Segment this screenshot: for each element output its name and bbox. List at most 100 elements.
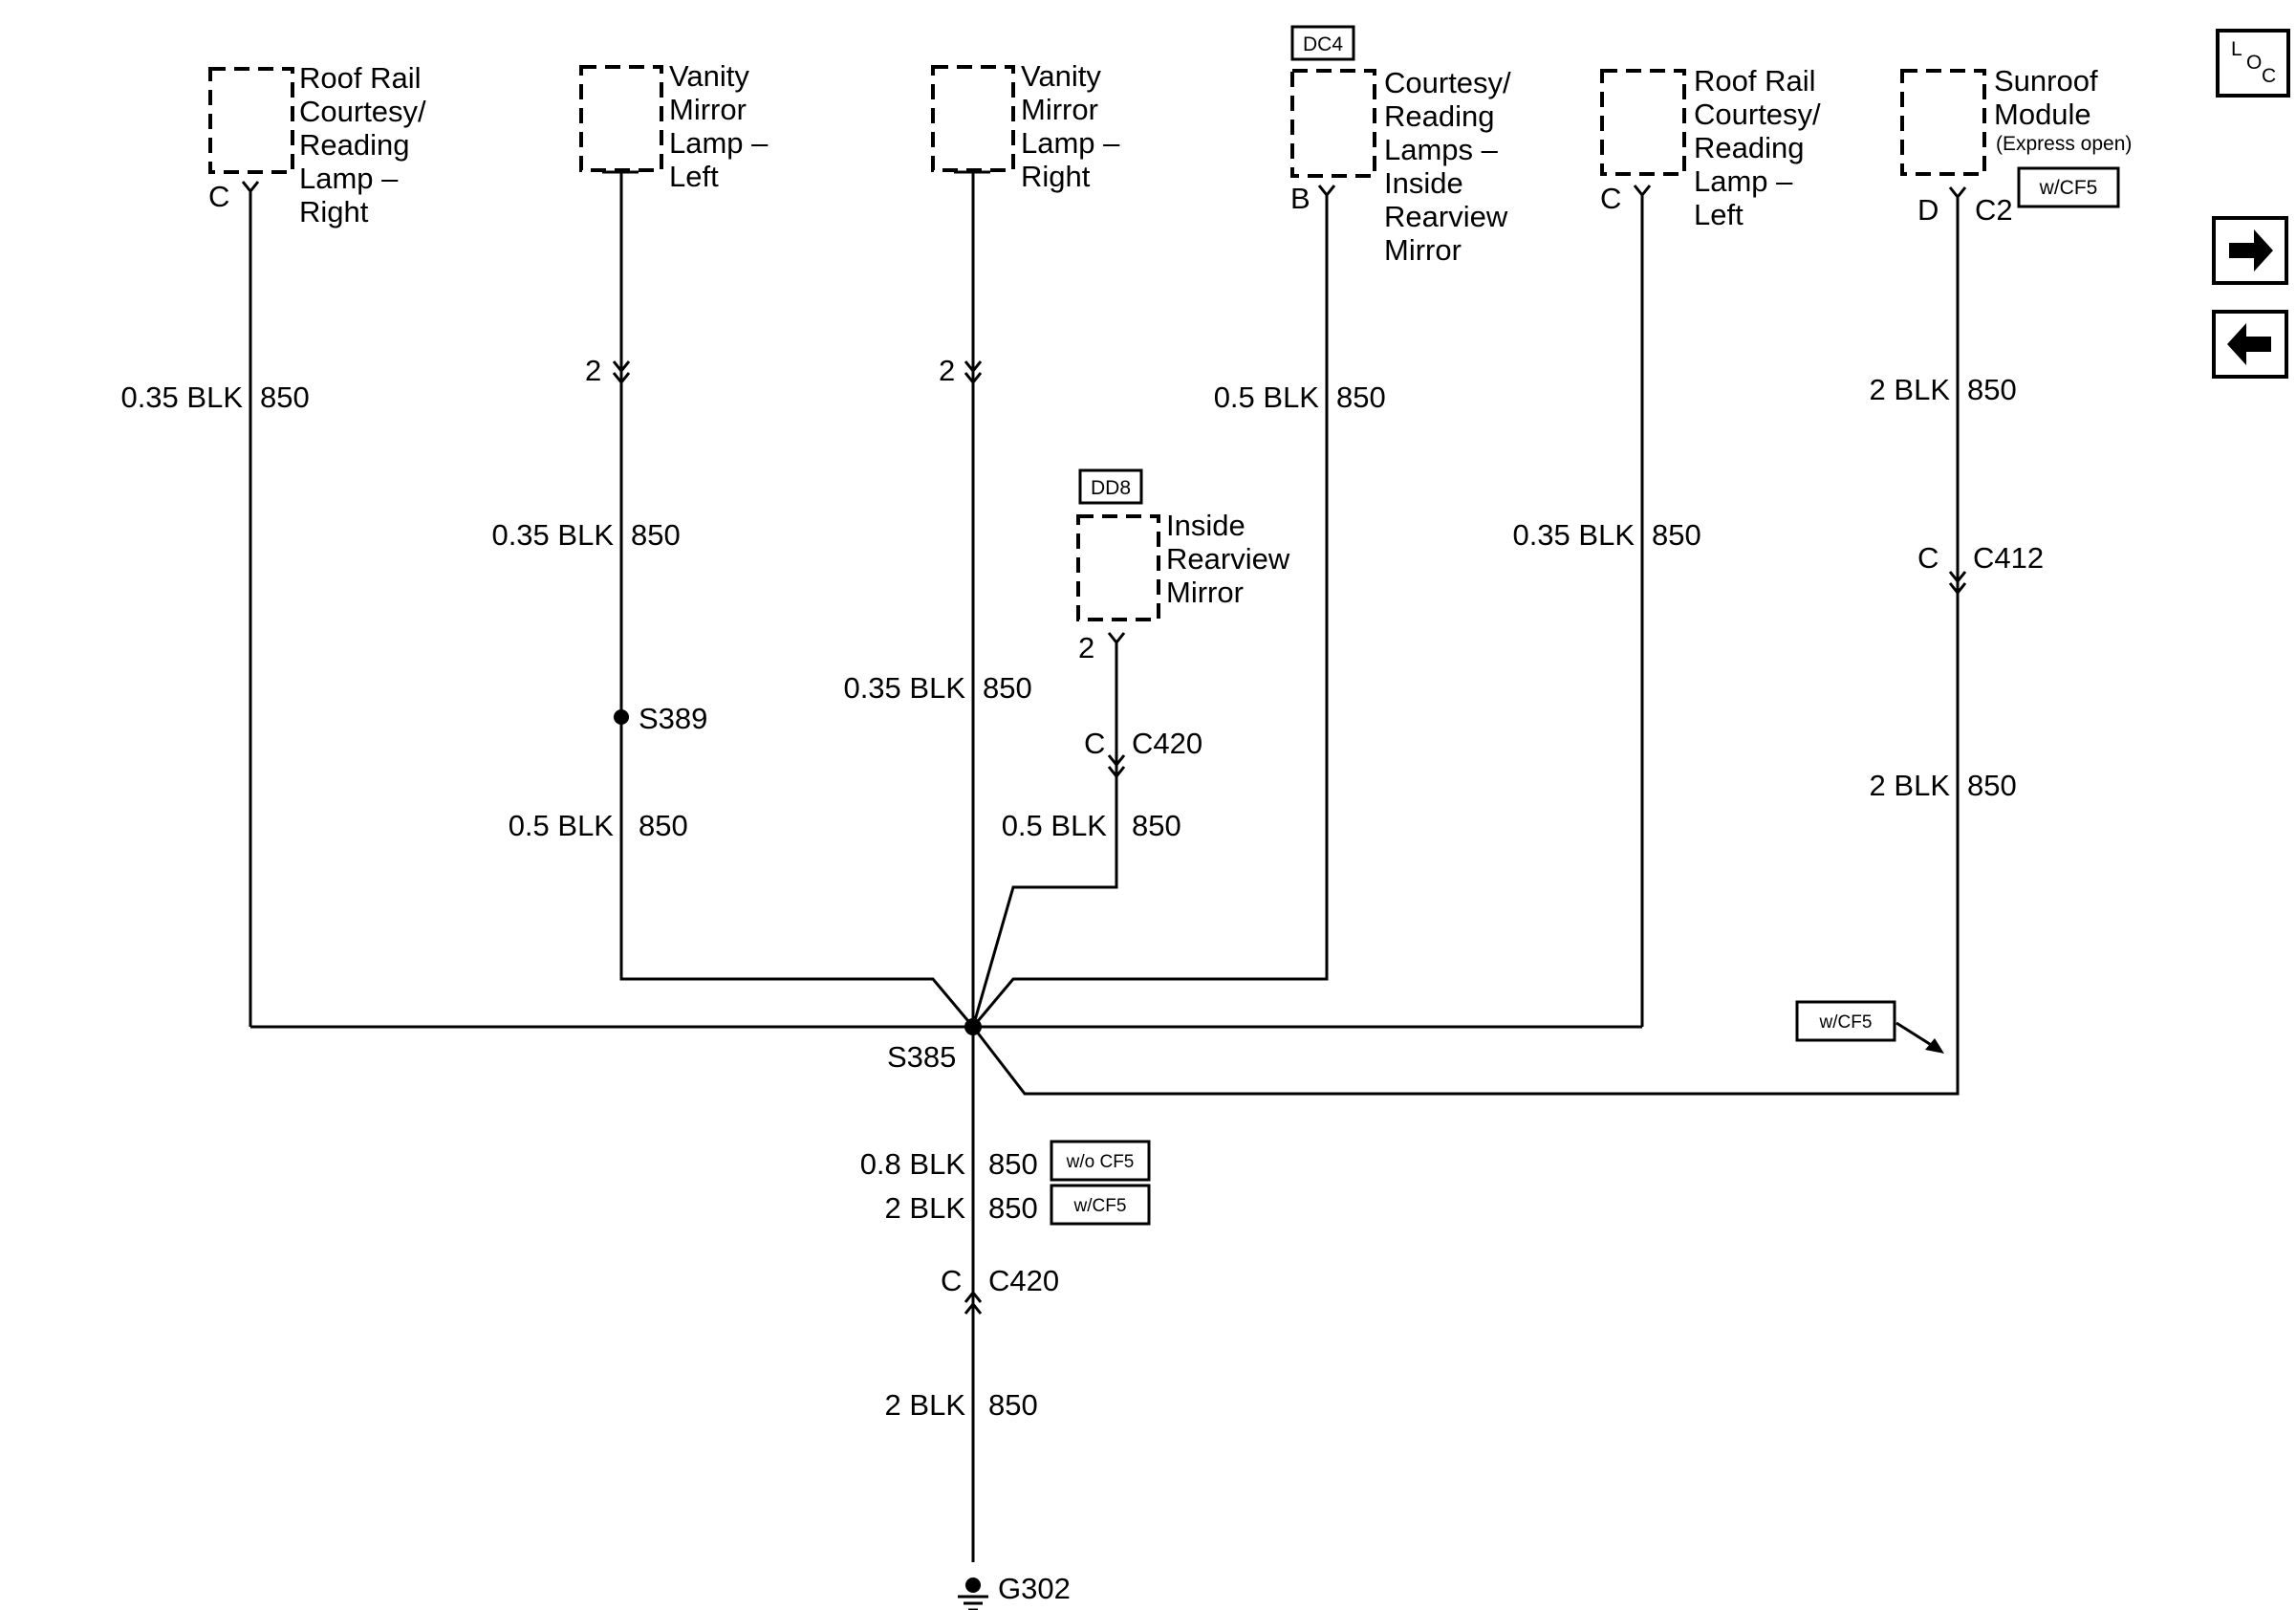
roof-rail-right-line2: Courtesy/ <box>299 95 426 128</box>
w8b-gauge: 2 BLK <box>885 1191 966 1225</box>
sunroof-option-tag <box>2017 166 2120 208</box>
dd8-tag-text: DD8 <box>1091 477 1131 499</box>
w7b-circuit: 850 <box>1967 769 2017 802</box>
roof-rail-left-line3: Reading <box>1694 131 1804 164</box>
location-view-icon: L O C <box>2231 38 2276 87</box>
vanity-right-line1: Vanity <box>1021 59 1101 93</box>
connector-c412-icon <box>1948 571 1967 596</box>
courtesy-reading-lamps-mirror: DC4 Courtesy/ Reading Lamps – Inside Rea… <box>1290 25 1511 267</box>
w8a-gauge: 0.8 BLK <box>860 1147 966 1181</box>
ground-label: G302 <box>998 1572 1071 1605</box>
inside-mirror-line2: Rearview <box>1166 542 1290 576</box>
previous-page-button[interactable] <box>2212 310 2288 379</box>
w9-gauge: 2 BLK <box>885 1388 966 1422</box>
w3-gauge: 0.35 BLK <box>843 671 965 705</box>
c420-upper-pin: C <box>1084 727 1105 760</box>
wire-vanity-left <box>619 172 975 1028</box>
w2a-circuit: 850 <box>631 518 681 552</box>
w8b-circuit: 850 <box>988 1191 1038 1225</box>
vanity-left-line3: Lamp – <box>669 126 769 160</box>
loc-l-glyph: L <box>2231 38 2242 60</box>
w8a-option-tag <box>1050 1140 1151 1182</box>
connector-c420-lower-icon <box>964 1290 983 1315</box>
option-note-arrow-line <box>1895 1021 1934 1048</box>
connector-c420-upper-icon <box>1107 754 1126 779</box>
w5-gauge: 0.5 BLK <box>1214 381 1320 414</box>
ground-icon <box>958 1595 988 1610</box>
loc-o-glyph: O <box>2246 52 2262 74</box>
sunroof-module: Sunroof Module (Express open) w/CF5 D C2 <box>1900 64 2132 227</box>
inside-mirror-line1: Inside <box>1166 509 1245 542</box>
courtesy-mirror-box <box>1290 69 1376 178</box>
loc-c-glyph: C <box>2262 65 2276 87</box>
w6-gauge: 0.35 BLK <box>1512 518 1635 552</box>
w9-circuit: 850 <box>988 1388 1038 1422</box>
w3-circuit: 850 <box>983 671 1032 705</box>
roof-rail-lamp-left: Roof Rail Courtesy/ Reading Lamp – Left … <box>1600 64 1821 231</box>
option-note-box <box>1795 1000 1896 1042</box>
wires <box>249 172 1960 1562</box>
inside-mirror-pin: 2 <box>1078 631 1094 664</box>
dc4-tag <box>1290 25 1355 61</box>
sunroof-connector: C2 <box>1975 193 2013 227</box>
option-note-text: w/CF5 <box>1819 1012 1873 1033</box>
courtesy-mirror-line1: Courtesy/ <box>1384 66 1511 99</box>
sunroof-line3: (Express open) <box>1996 133 2132 155</box>
splices: S389 S385 <box>614 702 982 1074</box>
sunroof-line1: Sunroof <box>1994 64 2098 98</box>
courtesy-mirror-line5: Rearview <box>1384 200 1508 233</box>
location-view-button[interactable]: L O C <box>2216 29 2290 98</box>
vanity-right-line4: Right <box>1021 160 1091 193</box>
w7a-gauge: 2 BLK <box>1870 373 1951 406</box>
sunroof-option-tag-text: w/CF5 <box>2039 177 2098 199</box>
roof-rail-left-line4: Lamp – <box>1694 164 1793 198</box>
connector-pin2-left-icon <box>612 360 631 385</box>
c420-upper-name: C420 <box>1132 727 1202 760</box>
w7a-circuit: 850 <box>1967 373 2017 406</box>
ground-g302: G302 <box>958 1572 1071 1610</box>
courtesy-mirror-pin: B <box>1290 182 1310 215</box>
splice-s389-dot <box>614 709 629 725</box>
inside-mirror-line3: Mirror <box>1166 576 1244 609</box>
next-page-button[interactable] <box>2212 216 2288 285</box>
vanity-right-line3: Lamp – <box>1021 126 1120 160</box>
splice-s385-label: S385 <box>887 1040 956 1074</box>
w8a-option-text: w/o CF5 <box>1066 1152 1135 1172</box>
courtesy-mirror-line2: Reading <box>1384 99 1494 133</box>
w7b-gauge: 2 BLK <box>1870 769 1951 802</box>
vanity-left-line4: Left <box>669 160 719 193</box>
vanity-mirror-lamp-right: Vanity Mirror Lamp – Right <box>931 59 1120 193</box>
courtesy-mirror-line3: Lamps – <box>1384 133 1499 166</box>
roof-rail-right-line4: Lamp – <box>299 162 399 195</box>
roof-rail-right-line1: Roof Rail <box>299 61 422 95</box>
wire-sunroof <box>971 197 1960 1096</box>
w2a-gauge: 0.35 BLK <box>491 518 614 552</box>
w1-gauge: 0.35 BLK <box>120 381 243 414</box>
roof-rail-right-pin: C <box>208 180 229 213</box>
c420-lower-name: C420 <box>988 1264 1059 1297</box>
c412-name: C412 <box>1973 541 2044 575</box>
option-note-cf5: w/CF5 <box>1795 1000 1944 1054</box>
roof-rail-left-box <box>1600 69 1686 176</box>
roof-rail-lamp-right: Roof Rail Courtesy/ Reading Lamp – Right… <box>208 61 426 228</box>
arrow-right-icon <box>2229 229 2273 272</box>
sunroof-pin: D <box>1917 193 1939 227</box>
connector-pin-icon <box>1107 632 1126 645</box>
inside-mirror-box <box>1076 514 1160 621</box>
connector-pin-icon <box>241 181 260 194</box>
dd8-tag <box>1078 468 1143 505</box>
connector-pin-icon <box>1948 186 1967 200</box>
w2b-circuit: 850 <box>639 809 688 842</box>
courtesy-mirror-line6: Mirror <box>1384 233 1462 267</box>
connector-pin-icon <box>1317 185 1336 198</box>
arrow-left-icon <box>2227 323 2271 365</box>
roof-rail-left-line5: Left <box>1694 198 1744 231</box>
vanity-mirror-lamp-left: Vanity Mirror Lamp – Left <box>579 59 769 193</box>
c420-lower-pin: C <box>941 1264 962 1297</box>
roof-rail-right-line5: Right <box>299 195 369 228</box>
roof-rail-right-line3: Reading <box>299 128 409 162</box>
roof-rail-left-line1: Roof Rail <box>1694 64 1816 98</box>
connector-pin2-mid-icon <box>964 360 983 385</box>
vanity-left-line2: Mirror <box>669 93 747 126</box>
